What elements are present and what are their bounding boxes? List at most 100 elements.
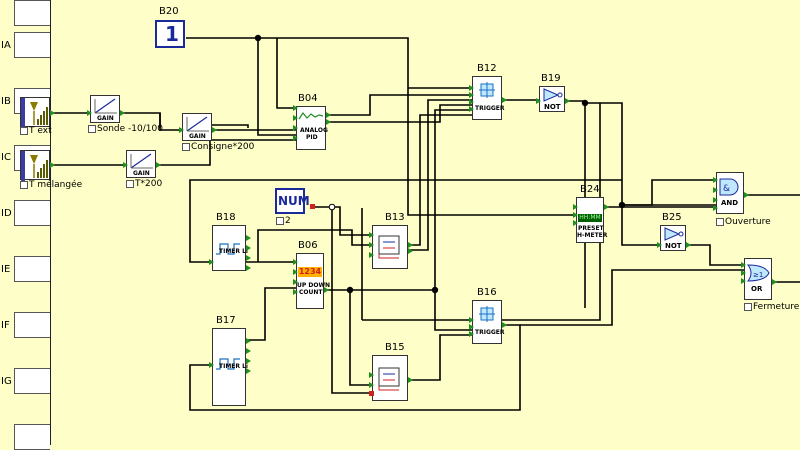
comparator-icon [378,235,400,259]
b06-line1: UP DOWN [297,282,331,289]
block-b12-trigger[interactable]: TRIGGER [472,76,505,120]
block-title-b19: B19 [541,73,561,84]
block-title-b24: B24 [580,184,600,195]
b20-value: 1 [165,22,179,46]
timer-icon [216,358,240,370]
block-b06-counter[interactable]: 1234 UP DOWN COUNT [296,253,330,309]
checkbox-icon [276,216,284,225]
b04-line1: ANALOG [300,127,328,134]
checkbox-icon [88,124,96,133]
b25-label: NOT [665,242,682,250]
gain-graph-icon [130,153,153,169]
num-output-port[interactable] [310,204,315,209]
input-slot-ie[interactable] [14,256,50,282]
block-gain-sonde[interactable]: GAIN [90,95,120,123]
block-b15[interactable] [372,355,408,401]
b06-display: 1234 [298,267,322,277]
block-b16-trigger[interactable]: TRIGGER [472,300,505,344]
b04-line2: PID [306,134,318,141]
comparator-icon [378,367,400,391]
b17-label: TIMER Li [219,363,248,370]
b24-display: HH:MM [578,214,602,222]
block-gain-t200[interactable]: GAIN [126,150,156,178]
block-or[interactable]: ≥1 OR [744,258,772,300]
block-title-b12: B12 [477,63,497,74]
block-b04-pid[interactable]: ANALOG PID [296,106,328,150]
and-gate-icon: & [719,178,739,196]
not-gate-icon [664,227,684,241]
antenna-icon [30,155,48,178]
pid-wave-icon [298,111,324,120]
block-num[interactable]: NUM [275,188,310,214]
input-label-id: ID [1,208,12,219]
input-slot-ig[interactable] [14,368,50,394]
trigger-icon [479,82,495,98]
or-label: OR [751,285,763,293]
b16-label: TRIGGER [475,329,505,336]
block-b17-timer[interactable]: TIMER Li [212,328,248,406]
sensor-tmel-block[interactable] [20,150,50,181]
antenna-icon [30,102,48,125]
gain-t200-label: GAIN [133,170,150,177]
block-title-b20: B20 [159,6,179,17]
block-gain-consigne[interactable]: GAIN [182,113,212,141]
block-and[interactable]: & AND [716,172,744,214]
or-caption: Fermeture [744,302,799,312]
checkbox-icon [20,180,28,189]
input-slot-if[interactable] [14,312,50,338]
sensor-tmel-caption: T mélangée [20,180,82,190]
input-slot-id[interactable] [14,200,50,226]
block-b24-hmeter[interactable]: HH:MM PRESET H-METER [576,197,608,243]
gain-graph-icon [94,98,117,114]
input-label-ig: IG [1,376,12,387]
block-title-b15: B15 [385,342,405,353]
gain-graph-icon [186,116,209,132]
or-gate-icon: ≥1 [747,264,770,282]
and-caption: Ouverture [716,217,771,227]
svg-text:&: & [723,184,730,194]
input-slot-ia[interactable] [14,32,50,58]
input-label-if: IF [1,320,10,331]
svg-text:≥1: ≥1 [753,271,763,279]
b24-line2: H-METER [577,232,608,239]
block-title-b13: B13 [385,212,405,223]
block-b18-timer[interactable]: TIMER Li [212,225,248,271]
gain-sonde-caption: Sonde -10/100 [88,124,163,134]
block-title-b17: B17 [216,315,236,326]
b06-line2: COUNT [299,289,323,296]
b12-label: TRIGGER [475,105,505,112]
block-title-b16: B16 [477,287,497,298]
checkbox-icon [20,126,28,135]
checkbox-icon [126,179,134,188]
input-label-ib: IB [1,96,11,107]
input-slot-bottom[interactable] [14,424,50,450]
not-gate-icon [543,88,563,102]
gain-consigne-label: GAIN [189,133,206,140]
b24-line1: PRESET [578,225,604,232]
gain-sonde-label: GAIN [97,115,114,122]
trigger-icon [479,306,495,322]
input-label-ie: IE [1,264,11,275]
gain-consigne-caption: Consigne*200 [182,142,254,152]
block-title-b25: B25 [662,212,682,223]
sensor-text-block[interactable] [20,97,50,128]
input-slot-top[interactable] [14,0,50,26]
block-b19-not[interactable]: NOT [539,86,565,112]
b18-label: TIMER Li [219,248,248,255]
b19-label: NOT [544,103,561,111]
block-b13[interactable] [372,225,408,269]
gain-t200-caption: T*200 [126,179,162,189]
block-title-b04: B04 [298,93,318,104]
block-title-b18: B18 [216,212,236,223]
num-label: NUM [278,194,310,208]
checkbox-icon [182,142,190,151]
b15-input-port[interactable] [369,391,374,396]
num-caption: 2 [276,216,291,226]
checkbox-icon [744,302,752,311]
timer-icon [216,243,240,255]
block-b20[interactable]: 1 [155,20,185,48]
block-b25-not[interactable]: NOT [660,225,686,251]
checkbox-icon [716,217,724,226]
